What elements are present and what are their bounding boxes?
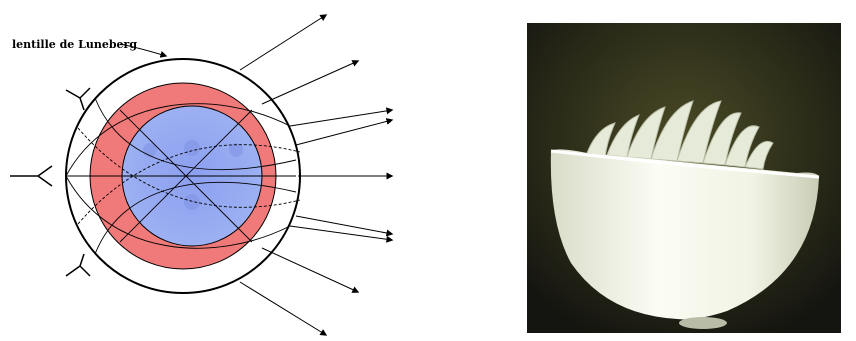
bowl-base xyxy=(679,317,727,329)
luneberg-lens-diagram: lentille de Luneberg xyxy=(0,0,500,341)
luneberg-lens-photo xyxy=(527,23,841,333)
lens-label: lentille de Luneberg xyxy=(12,38,137,51)
